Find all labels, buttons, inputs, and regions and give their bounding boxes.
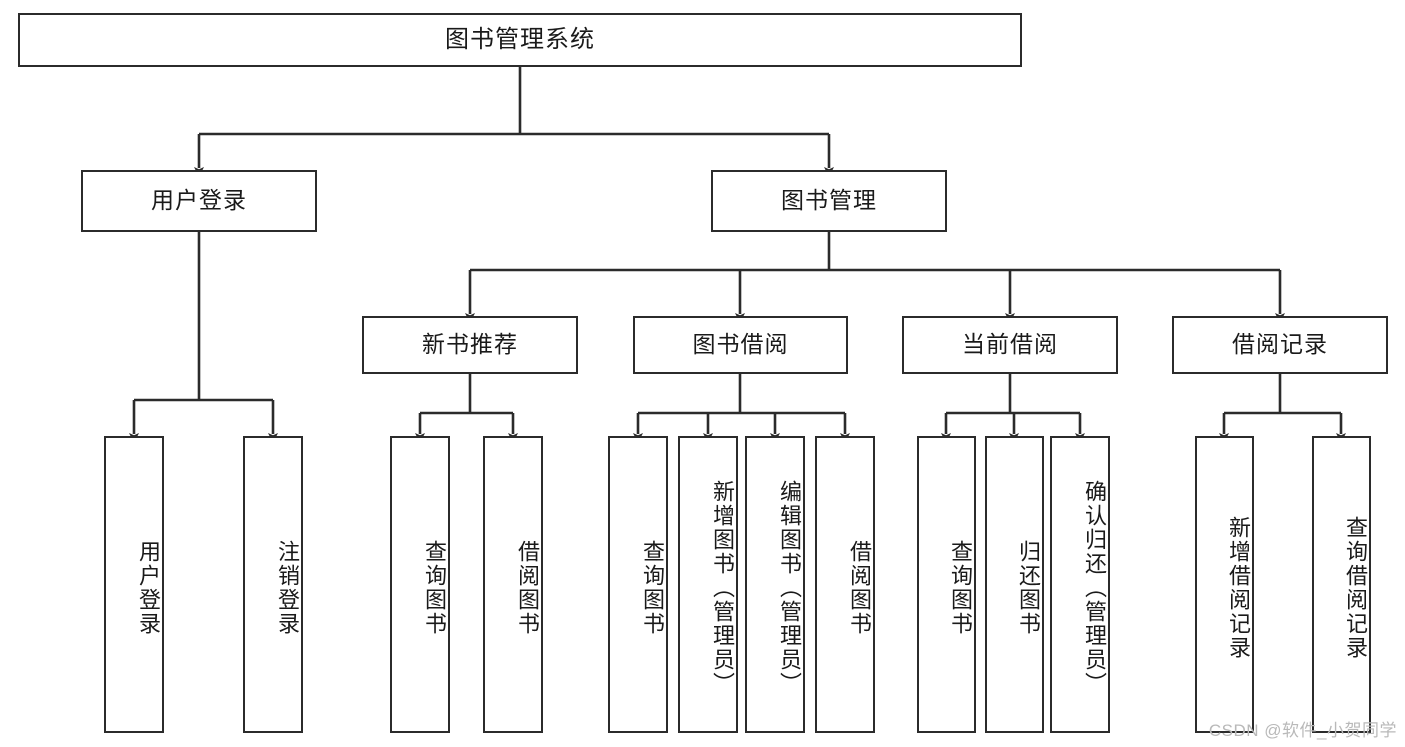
node-label: 编辑图书（管理员） (777, 479, 802, 696)
node-label: 新书推荐 (422, 331, 518, 358)
node-book-management[interactable]: 图书管理 (711, 170, 947, 232)
node-leaf-add-borrow-record[interactable]: 新增借阅记录 (1195, 436, 1254, 733)
node-leaf-return-book[interactable]: 归还图书 (985, 436, 1044, 733)
node-label: 借阅图书 (515, 539, 540, 636)
node-label: 确认归还（管理员） (1082, 479, 1107, 696)
node-current-borrow[interactable]: 当前借阅 (902, 316, 1118, 374)
node-label: 图书借阅 (692, 331, 789, 358)
node-label: 查询图书 (422, 539, 447, 636)
node-leaf-user-login[interactable]: 用户登录 (104, 436, 164, 733)
node-label: 注销登录 (275, 539, 300, 636)
node-label: 归还图书 (1016, 539, 1041, 636)
node-label: 当前借阅 (962, 331, 1058, 358)
node-label: 图书管理 (781, 187, 877, 214)
node-label: 借阅图书 (847, 539, 872, 636)
node-leaf-borrow-book-rec[interactable]: 借阅图书 (483, 436, 543, 733)
node-label: 查询图书 (948, 539, 973, 636)
node-leaf-query-book-cur[interactable]: 查询图书 (917, 436, 976, 733)
node-root-system[interactable]: 图书管理系统 (18, 13, 1022, 67)
node-label: 新增借阅记录 (1226, 515, 1251, 660)
node-label: 新增图书（管理员） (710, 479, 735, 696)
node-leaf-query-book-borrow[interactable]: 查询图书 (608, 436, 668, 733)
watermark-text: CSDN @软件_小贺同学 (1208, 721, 1397, 740)
node-leaf-edit-book-admin[interactable]: 编辑图书（管理员） (745, 436, 805, 733)
node-new-book-recommend[interactable]: 新书推荐 (362, 316, 578, 374)
node-leaf-query-book-rec[interactable]: 查询图书 (390, 436, 450, 733)
node-label: 用户登录 (151, 187, 247, 214)
node-borrow-record[interactable]: 借阅记录 (1172, 316, 1388, 374)
node-leaf-borrow-book[interactable]: 借阅图书 (815, 436, 875, 733)
node-leaf-confirm-return-admin[interactable]: 确认归还（管理员） (1050, 436, 1110, 733)
node-leaf-add-book-admin[interactable]: 新增图书（管理员） (678, 436, 738, 733)
node-leaf-user-logout[interactable]: 注销登录 (243, 436, 303, 733)
node-label: 用户登录 (136, 539, 161, 636)
node-label: 图书管理系统 (445, 25, 595, 53)
node-book-borrow[interactable]: 图书借阅 (633, 316, 848, 374)
node-label: 查询图书 (640, 539, 665, 636)
node-label: 查询借阅记录 (1343, 515, 1368, 660)
node-user-login[interactable]: 用户登录 (81, 170, 317, 232)
node-leaf-query-borrow-record[interactable]: 查询借阅记录 (1312, 436, 1371, 733)
node-label: 借阅记录 (1232, 331, 1328, 358)
